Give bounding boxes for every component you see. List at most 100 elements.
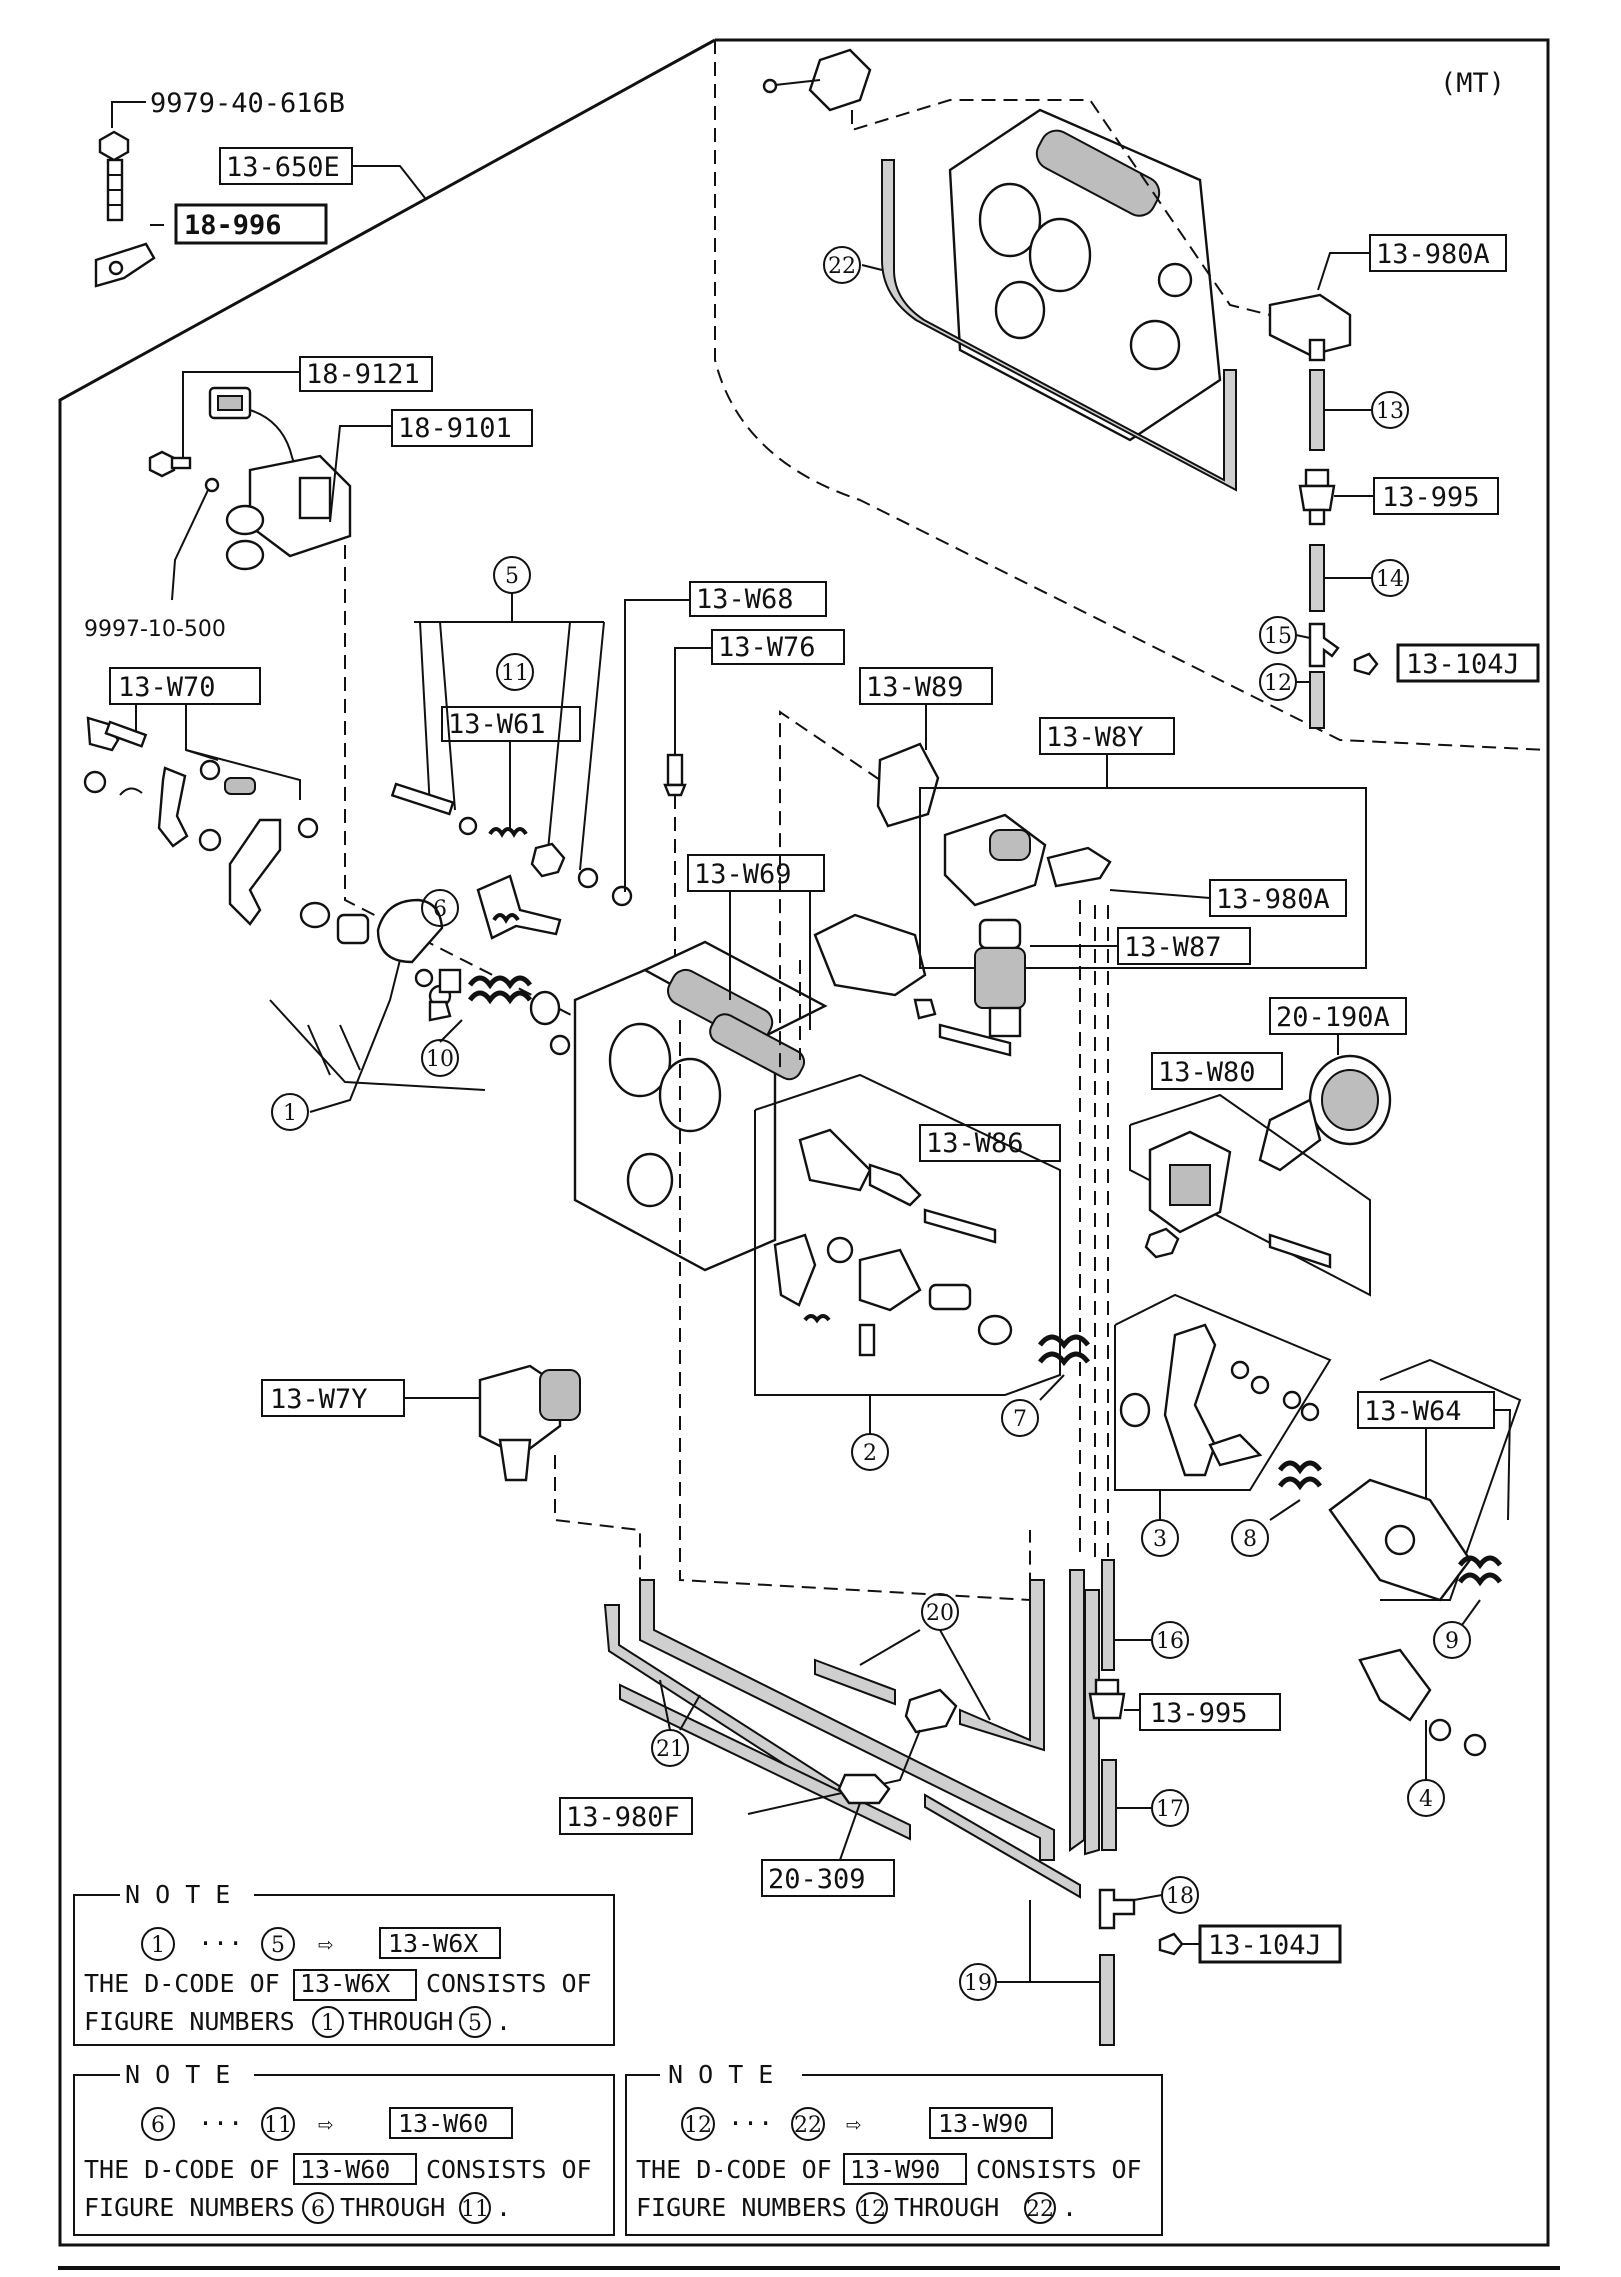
note-box-2: N O T E 6 ··· 11 ⇨ 13-W60 THE D-CODE OF … [73,2060,615,2236]
callout-20: 20 [926,1601,954,1626]
label-20-190A: 20-190A [1276,1002,1390,1033]
callout-17: 17 [1156,1797,1184,1822]
note-3-line1-post: CONSISTS OF [976,2155,1142,2184]
diaphragm-20-190A [1258,1054,1392,1172]
label-13-650E: 13-650E [226,152,340,183]
callout-11: 11 [501,661,529,686]
label-13-995-top: 13-995 [1382,482,1480,513]
w86-parts [773,1128,1013,1357]
callout-22: 22 [828,254,856,279]
label-13-W70: 13-W70 [118,672,216,703]
label-9979-40-616B: 9979-40-616B [150,88,345,119]
check-valve-13-995-top [1298,468,1336,526]
label-18-9101: 18-9101 [398,413,512,444]
jet-13-W76 [663,753,687,797]
variant-label: (MT) [1440,68,1505,99]
callout-16: 16 [1156,1629,1184,1654]
label-20-309: 20-309 [768,1864,866,1895]
callout-14: 14 [1376,567,1404,592]
note-1-arrow: ⇨ [318,1929,333,1958]
note-1-line1-pre: THE D-CODE OF [84,1969,280,1998]
label-13-W80: 13-W80 [1158,1057,1256,1088]
fitting-13-980F [904,1688,958,1734]
note-1-line2-pre: FIGURE NUMBERS [84,2007,295,2036]
label-13-W8Y: 13-W8Y [1046,722,1144,753]
callout-18: 18 [1166,1884,1194,1909]
hose-16 [1101,1559,1115,1671]
note-1-from: 1 [151,1933,165,1958]
callout-10: 10 [426,1047,454,1072]
screw-18-9121 [148,450,192,478]
note-3-line1-pre: THE D-CODE OF [636,2155,832,2184]
mt-inset-boundary [714,40,1549,751]
part-1-group [299,898,452,1022]
hose-19-main [924,1793,1081,1899]
plug-13-104J-top [1353,652,1379,676]
label-9997-10-500: 9997-10-500 [84,617,226,642]
screw-w87 [938,1023,1012,1057]
callout-1: 1 [283,1101,297,1126]
hose-12 [1309,671,1325,729]
callout-8: 8 [1243,1527,1257,1552]
callout-5: 5 [505,564,519,589]
box-part-4 [1379,1358,1522,1601]
label-13-W68: 13-W68 [696,584,794,615]
note-2-line1-post: CONSISTS OF [426,2155,592,2184]
plate-13-W89 [876,742,940,828]
note-2-line2-mid: THROUGH [340,2193,445,2222]
label-13-980F: 13-980F [566,1802,680,1833]
label-13-W64: 13-W64 [1364,1396,1462,1427]
label-13-995-bot: 13-995 [1150,1698,1248,1729]
bolt-9979-assembly [94,130,156,288]
note-2-line1-code: 13-W60 [300,2155,390,2184]
main-frame [58,38,1550,2247]
plug-13-104J-bot [1158,1932,1184,1956]
actuator-mt [762,48,872,112]
label-18-996: 18-996 [184,210,282,241]
box-13-W8Y [919,787,1367,969]
hose-20 [814,1658,896,1706]
fitting-20-309 [837,1773,891,1805]
note-3-line1-code: 13-W90 [850,2155,940,2184]
label-13-W87: 13-W87 [1124,932,1222,963]
note-1-dots: ··· [198,1929,243,1958]
bracket-13-W80 [1144,1130,1332,1269]
note-1-heading: N O T E [125,1880,230,1909]
box-part-3 [1114,1293,1332,1491]
spring-7 [1038,1334,1090,1367]
note-1-code: 13-W6X [388,1929,478,1958]
hose-14 [1309,544,1325,612]
box-13-W86 [754,1073,1061,1396]
note-3-code: 13-W90 [938,2109,1028,2138]
callout-4: 4 [1419,1787,1433,1812]
label-13-W86: 13-W86 [926,1128,1024,1159]
callout-15: 15 [1264,624,1292,649]
box-13-W80 [1129,1093,1371,1297]
note-3-line2-from: 12 [858,2197,886,2222]
callout-3: 3 [1153,1527,1167,1552]
hose-19 [1099,1954,1115,2046]
note-box-3: N O T E 12 ··· 22 ⇨ 13-W90 THE D-CODE OF… [625,2060,1163,2236]
part-4-linkage [1328,1478,1487,1757]
spring-10 [438,968,561,1026]
note-1-line2-end: . [496,2007,511,2036]
bracket-upper [813,913,927,997]
note-2-to: 11 [264,2113,292,2138]
note-2-line2-from: 6 [311,2197,325,2222]
tee-18 [1098,1888,1136,1930]
label-13-W89: 13-W89 [866,672,964,703]
note-1-to: 5 [271,1933,285,1958]
note-box-1: N O T E 1 ··· 5 ⇨ 13-W6X THE D-CODE OF 1… [73,1880,615,2046]
fitting-13-980A-top [1268,293,1352,362]
callout-6: 6 [433,897,447,922]
note-2-line2-to: 11 [461,2197,489,2222]
hose-17 [1101,1759,1117,1851]
label-13-980A-top: 13-980A [1376,239,1490,270]
callout-7: 7 [1013,1407,1027,1432]
callout-19: 19 [964,1971,992,1996]
note-2-line2-pre: FIGURE NUMBERS [84,2193,295,2222]
carburetor-body-mt [948,108,1222,442]
note-2-arrow: ⇨ [318,2109,333,2138]
label-13-W69: 13-W69 [694,859,792,890]
